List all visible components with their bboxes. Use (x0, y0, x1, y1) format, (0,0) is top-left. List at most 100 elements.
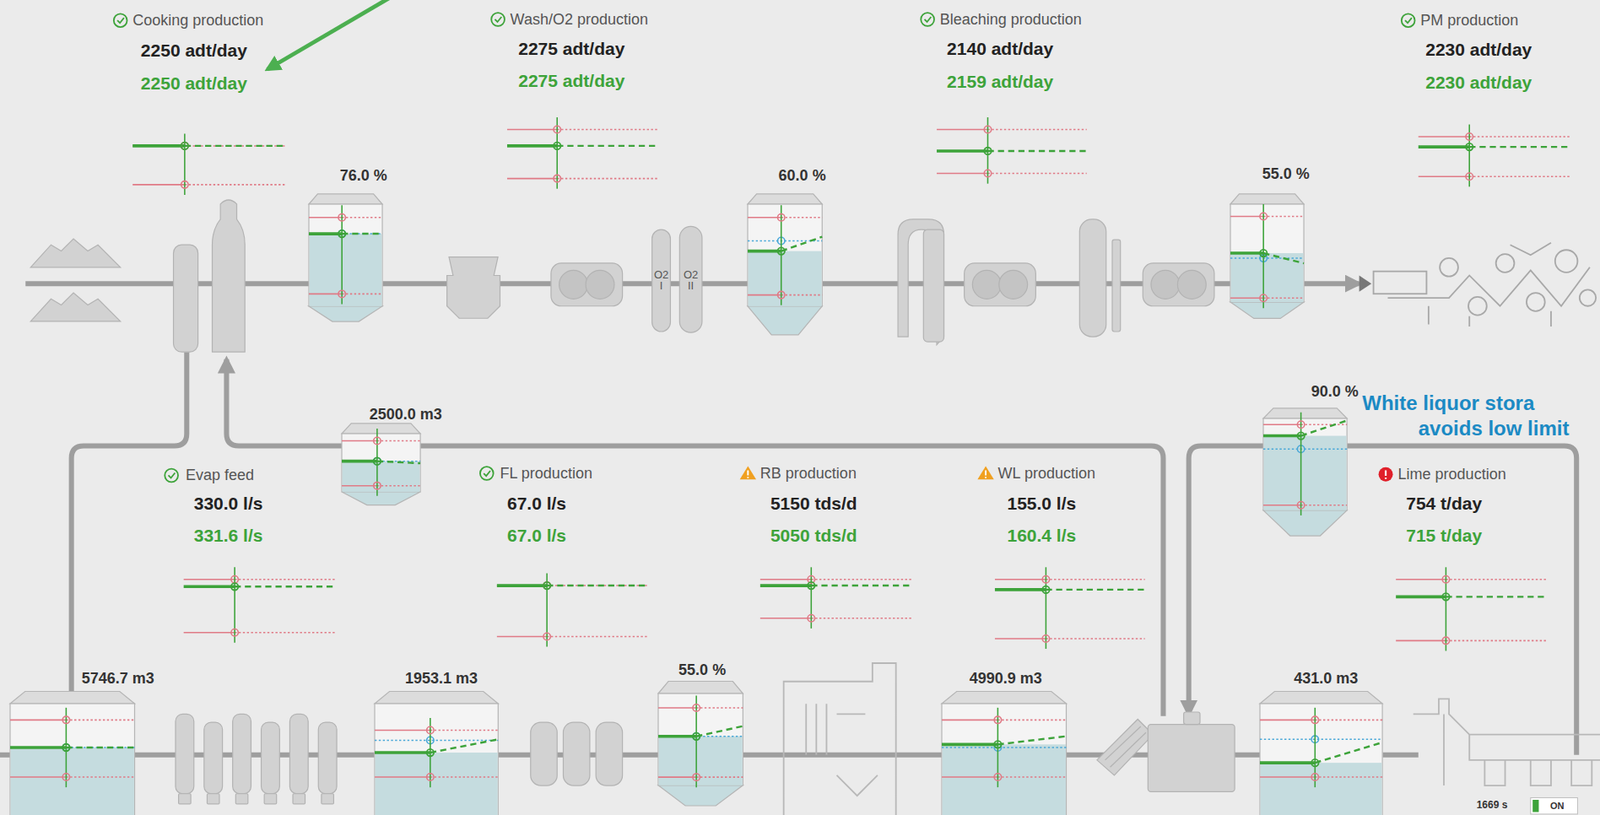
actual-value: 2275 adt/day (518, 38, 625, 60)
trend-history (658, 735, 697, 739)
equipment-group (30, 0, 1600, 815)
trend-forecast (65, 746, 135, 749)
drum (1151, 270, 1180, 299)
limit-line (430, 777, 498, 779)
limit-line (1418, 135, 1470, 138)
status-ok-icon (168, 472, 176, 478)
trend-history (507, 144, 557, 148)
trend-forecast (234, 585, 336, 588)
limit-line (658, 707, 697, 709)
limit-line (374, 729, 431, 732)
tank-shape (374, 703, 498, 815)
actual-value: 2250 adt/day (140, 40, 248, 61)
status-ok-icon (920, 12, 935, 27)
limit-dot (1042, 635, 1049, 643)
evaporator-leg (235, 794, 249, 805)
level-dot (807, 582, 815, 590)
drum-washer (551, 263, 623, 307)
storage-tank: 2500.0 m3 (341, 433, 421, 492)
tank-shape (10, 703, 136, 815)
evaporator (289, 713, 309, 794)
panel-title: PM production (1420, 11, 1519, 30)
tank-shape (1263, 418, 1347, 511)
tank-shape (747, 204, 822, 307)
panel-title: Wash/O2 production (510, 10, 649, 29)
bleach-tower (1079, 219, 1106, 337)
concentrator (530, 722, 557, 786)
limit-line (183, 632, 235, 634)
limit-line (507, 178, 557, 180)
limit-line (556, 178, 659, 180)
status-warning-icon (977, 466, 994, 481)
tank-reading: 76.0 % (340, 166, 388, 184)
tank-body (341, 433, 421, 492)
causticizer-top (1183, 712, 1200, 725)
drum-washer (964, 263, 1037, 307)
limit-line (658, 777, 697, 779)
panel-title: WL production (998, 464, 1096, 483)
level-dot (692, 733, 700, 741)
tank-reading: 2500.0 m3 (369, 405, 443, 423)
pipe-group (0, 283, 1577, 756)
actual-value: 754 t/day (1405, 493, 1482, 514)
limit-line (546, 636, 649, 638)
storage-tank: 4990.9 m3 (941, 703, 1067, 815)
limit-line (341, 485, 378, 487)
trend-forecast (430, 740, 498, 754)
edge-group (135, 283, 1261, 756)
limit-line (1445, 578, 1546, 581)
limit-line (1045, 578, 1145, 581)
storage-tank: 55.0 % (1230, 204, 1304, 303)
limit-dot (181, 142, 189, 150)
tank-roof (1263, 408, 1347, 419)
limit-dot (1297, 421, 1304, 428)
limit-dot (338, 213, 346, 221)
limit-dot (543, 582, 551, 590)
limit-line (342, 292, 384, 295)
concentrator (595, 722, 622, 786)
pm-roll (1579, 289, 1596, 306)
trend-history (10, 746, 66, 751)
evaporator (232, 713, 252, 794)
liquid-level (342, 461, 421, 492)
limit-dot (62, 716, 70, 724)
limit-line (341, 440, 378, 443)
trend-history (341, 459, 378, 464)
limit-line (132, 183, 185, 186)
evaporator (175, 713, 195, 794)
tank-shape (308, 204, 383, 307)
trend-history (994, 588, 1046, 592)
trend-forecast (546, 584, 649, 587)
limit-line (308, 292, 342, 295)
limit-dot (1465, 172, 1473, 180)
limit-dot (231, 628, 238, 636)
level-dot (1442, 593, 1449, 600)
tank-group (308, 194, 383, 322)
limit-dot (1442, 576, 1449, 584)
target-value: 2230 adt/day (1425, 72, 1532, 93)
limit-line (781, 216, 823, 219)
level-dot (983, 147, 991, 155)
liquid-level (1231, 253, 1304, 303)
limit-line (936, 172, 988, 175)
limit-dot (692, 773, 700, 781)
liquid-level (748, 250, 822, 306)
limit-dot (1311, 773, 1319, 781)
tank-roof (747, 194, 822, 205)
bleach-pipe (1112, 239, 1121, 332)
pm-roll (1526, 292, 1546, 312)
limit-line (1469, 175, 1572, 178)
limit-line (377, 485, 421, 487)
trend-history (1263, 433, 1302, 438)
limit-line (747, 294, 782, 297)
limit-dot (373, 481, 381, 489)
reactor-label: O2 I (652, 269, 671, 292)
target-value: 2159 adt/day (946, 71, 1054, 92)
time-cursor (233, 567, 236, 643)
panel-title: Bleaching production (940, 10, 1082, 29)
limit-dot (1042, 576, 1049, 584)
tank-reading: 1953.1 m3 (405, 670, 478, 688)
status-ok-icon (480, 466, 494, 481)
limit-line (546, 584, 649, 587)
pm-headbox (1373, 271, 1428, 295)
